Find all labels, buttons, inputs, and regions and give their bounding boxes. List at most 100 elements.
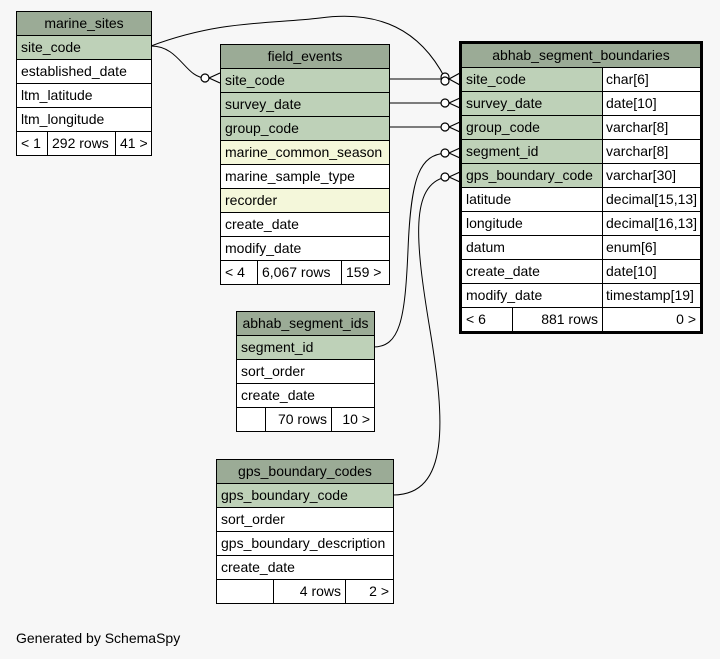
column-row[interactable]: group_code bbox=[221, 117, 389, 141]
column-row[interactable]: sort_order bbox=[237, 360, 374, 384]
table-marine-sites[interactable]: marine_sites site_code established_date … bbox=[16, 11, 152, 156]
parents-link[interactable]: < 4 bbox=[225, 264, 245, 280]
table-abhab-segment-boundaries[interactable]: abhab_segment_boundaries site_code char[… bbox=[459, 41, 703, 334]
column-type: decimal[16,13] bbox=[602, 212, 700, 235]
table-footer: < 1 292 rows 41 > bbox=[17, 132, 151, 155]
column-name: modify_date bbox=[225, 240, 302, 256]
row-count: 4 rows bbox=[273, 580, 345, 603]
column-name: site_code bbox=[466, 71, 526, 87]
edge-end-circle bbox=[440, 98, 450, 108]
column-name: gps_boundary_code bbox=[466, 167, 593, 183]
column-name: create_date bbox=[221, 559, 295, 575]
crowfoot-marker bbox=[448, 121, 461, 133]
column-name: create_date bbox=[241, 387, 315, 403]
column-name: marine_common_season bbox=[225, 144, 383, 160]
edge-end-circle bbox=[440, 122, 450, 132]
column-name: latitude bbox=[466, 191, 512, 207]
column-name: survey_date bbox=[466, 95, 543, 111]
table-title[interactable]: abhab_segment_ids bbox=[237, 312, 374, 336]
column-row[interactable]: site_code bbox=[17, 36, 151, 60]
children-link[interactable]: 2 > bbox=[345, 580, 393, 603]
column-row[interactable]: longitude decimal[16,13] bbox=[462, 212, 700, 236]
column-name: longitude bbox=[466, 215, 523, 231]
column-name: create_date bbox=[225, 216, 299, 232]
table-title[interactable]: gps_boundary_codes bbox=[217, 460, 393, 484]
column-row[interactable]: modify_date timestamp[19] bbox=[462, 284, 700, 308]
table-title[interactable]: field_events bbox=[221, 45, 389, 69]
table-footer: 70 rows 10 > bbox=[237, 408, 374, 431]
edge-end-circle bbox=[440, 148, 450, 158]
edge-end-circle bbox=[440, 172, 450, 182]
edge-gps-codes-to-boundaries bbox=[392, 176, 447, 496]
column-type: varchar[8] bbox=[602, 116, 700, 139]
column-name: recorder bbox=[225, 192, 278, 208]
column-row[interactable]: create_date bbox=[221, 213, 389, 237]
column-name: sort_order bbox=[221, 511, 285, 527]
row-count: 881 rows bbox=[512, 308, 602, 331]
column-name: datum bbox=[466, 239, 505, 255]
row-count: 292 rows bbox=[47, 132, 115, 155]
crowfoot-marker bbox=[448, 72, 461, 86]
column-type: timestamp[19] bbox=[602, 284, 700, 307]
column-name: sort_order bbox=[241, 363, 305, 379]
column-row[interactable]: survey_date date[10] bbox=[462, 92, 700, 116]
column-row[interactable]: create_date date[10] bbox=[462, 260, 700, 284]
column-type: char[6] bbox=[602, 68, 700, 91]
column-name: create_date bbox=[466, 263, 540, 279]
generated-by-text: Generated by SchemaSpy bbox=[16, 630, 181, 646]
crowfoot-marker bbox=[448, 171, 461, 183]
edge-segment-ids-to-boundaries bbox=[372, 152, 447, 348]
column-row[interactable]: ltm_latitude bbox=[17, 84, 151, 108]
column-type: varchar[30] bbox=[602, 164, 700, 187]
column-name: ltm_latitude bbox=[21, 87, 93, 103]
table-title[interactable]: marine_sites bbox=[17, 12, 151, 36]
column-row[interactable]: sort_order bbox=[217, 508, 393, 532]
column-row[interactable]: site_code char[6] bbox=[462, 68, 700, 92]
table-abhab-segment-ids[interactable]: abhab_segment_ids segment_id sort_order … bbox=[236, 311, 375, 432]
column-row[interactable]: create_date bbox=[217, 556, 393, 580]
parents-link[interactable]: < 6 bbox=[466, 311, 486, 327]
parents-link[interactable] bbox=[217, 580, 273, 603]
column-row[interactable]: latitude decimal[15,13] bbox=[462, 188, 700, 212]
column-row[interactable]: ltm_longitude bbox=[17, 108, 151, 132]
column-name: gps_boundary_code bbox=[221, 487, 348, 503]
column-row[interactable]: group_code varchar[8] bbox=[462, 116, 700, 140]
column-type: date[10] bbox=[602, 92, 700, 115]
edge-end-circle bbox=[440, 76, 450, 86]
column-name: marine_sample_type bbox=[225, 168, 355, 184]
column-row[interactable]: gps_boundary_code varchar[30] bbox=[462, 164, 700, 188]
column-row[interactable]: recorder bbox=[221, 189, 389, 213]
children-link[interactable]: 10 > bbox=[331, 408, 374, 431]
column-name: group_code bbox=[466, 119, 540, 135]
column-row[interactable]: modify_date bbox=[221, 237, 389, 261]
edge-marine-sites-to-field-events bbox=[150, 45, 207, 79]
column-name: established_date bbox=[21, 63, 127, 79]
column-name: modify_date bbox=[466, 287, 543, 303]
column-row[interactable]: site_code bbox=[221, 69, 389, 93]
parents-link[interactable]: < 1 bbox=[21, 135, 41, 151]
column-name: survey_date bbox=[225, 96, 302, 112]
table-gps-boundary-codes[interactable]: gps_boundary_codes gps_boundary_code sor… bbox=[216, 459, 394, 604]
table-title[interactable]: abhab_segment_boundaries bbox=[462, 44, 700, 68]
column-row[interactable]: marine_common_season bbox=[221, 141, 389, 165]
column-row[interactable]: segment_id varchar[8] bbox=[462, 140, 700, 164]
crowfoot-marker bbox=[448, 97, 461, 109]
children-link[interactable]: 0 > bbox=[602, 308, 700, 331]
table-field-events[interactable]: field_events site_code survey_date group… bbox=[220, 44, 390, 285]
children-link[interactable]: 41 > bbox=[115, 132, 151, 155]
column-row[interactable]: gps_boundary_description bbox=[217, 532, 393, 556]
column-row[interactable]: gps_boundary_code bbox=[217, 484, 393, 508]
column-row[interactable]: marine_sample_type bbox=[221, 165, 389, 189]
column-row[interactable]: established_date bbox=[17, 60, 151, 84]
children-link[interactable]: 159 > bbox=[341, 261, 389, 284]
table-footer: < 6 881 rows 0 > bbox=[462, 308, 700, 331]
column-name: site_code bbox=[225, 72, 285, 88]
column-name: segment_id bbox=[241, 339, 314, 355]
column-row[interactable]: segment_id bbox=[237, 336, 374, 360]
column-row[interactable]: create_date bbox=[237, 384, 374, 408]
column-row[interactable]: datum enum[6] bbox=[462, 236, 700, 260]
parents-link[interactable] bbox=[237, 408, 265, 431]
column-row[interactable]: survey_date bbox=[221, 93, 389, 117]
column-name: site_code bbox=[21, 39, 81, 55]
crowfoot-marker bbox=[448, 147, 461, 159]
